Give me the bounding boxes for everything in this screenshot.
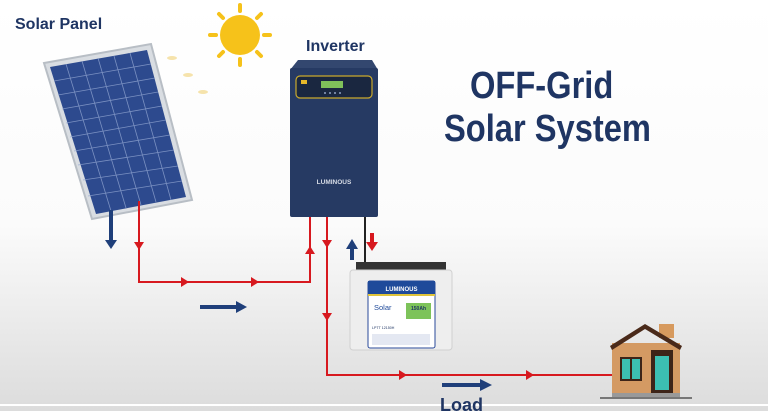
flow-arrowheads <box>134 240 534 380</box>
blue-direction-arrows <box>105 210 492 391</box>
battery-icon: LUMINOUS Solar 150Ah LPTT 12150H <box>349 262 453 351</box>
solar-panel-label: Solar Panel <box>15 16 102 33</box>
sun-icon <box>167 3 272 94</box>
inverter-icon: LUMINOUS <box>290 60 378 217</box>
battery-product: Solar <box>374 303 392 312</box>
solar-panel-icon <box>42 42 194 221</box>
title-line1: OFF-Grid <box>470 64 613 107</box>
battery-capacity: 150Ah <box>411 306 426 312</box>
inverter-brand: LUMINOUS <box>317 179 352 186</box>
house-icon <box>600 324 692 399</box>
battery-model: LPTT 12150H <box>372 326 395 330</box>
load-label: Load <box>440 395 483 411</box>
inverter-label: Inverter <box>306 38 365 55</box>
title-line2: Solar System <box>444 107 651 150</box>
battery-brand: LUMINOUS <box>386 287 418 293</box>
